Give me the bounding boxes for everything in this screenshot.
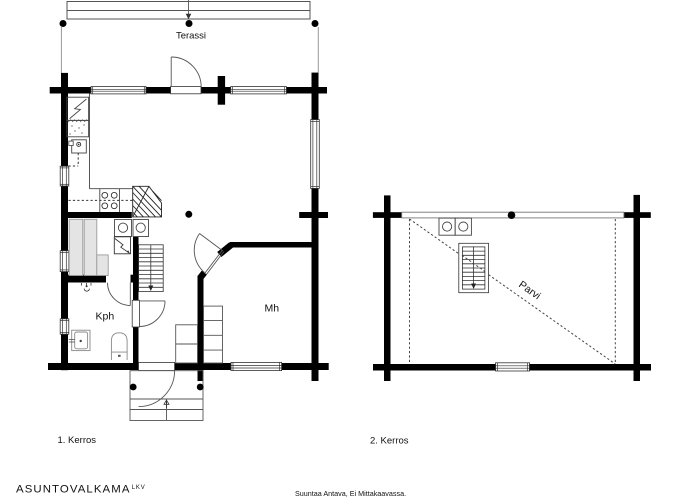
svg-text:ASUNTOVALKAMA: ASUNTOVALKAMA [16,484,131,496]
svg-text:1. Kerros: 1. Kerros [58,435,97,446]
svg-text:Mh: Mh [265,303,280,315]
svg-text:LKV: LKV [132,485,146,491]
svg-text:2. Kerros: 2. Kerros [370,436,409,447]
svg-text:Terassi: Terassi [176,31,206,42]
svg-text:Suuntaa Antava, Ei Mittakaavas: Suuntaa Antava, Ei Mittakaavassa. [295,489,406,498]
svg-text:Kph: Kph [96,311,115,323]
